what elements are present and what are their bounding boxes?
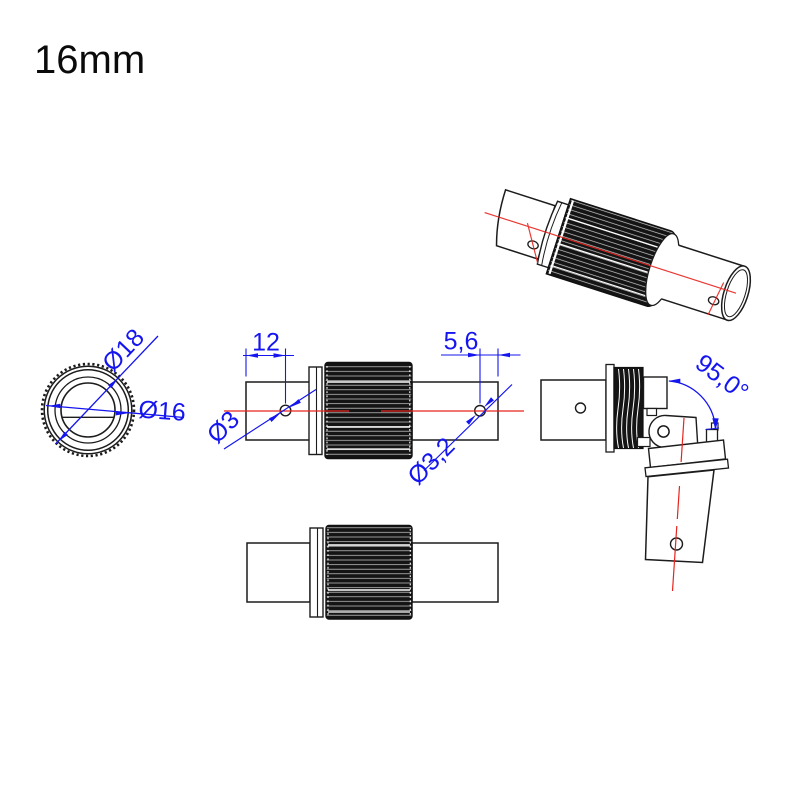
flange [605, 363, 615, 453]
dim-12-label: 12 [252, 329, 280, 357]
dim-5-6-label: 5,6 [444, 328, 479, 356]
left-tube [246, 542, 311, 603]
collar-lip [644, 458, 730, 478]
knurled-rim [40, 362, 136, 458]
end-view: Ø16 Ø18 [40, 324, 187, 458]
angled-view: 95,0° [540, 349, 754, 592]
pivot-hole [657, 425, 670, 438]
lower-tube [644, 469, 715, 564]
centerline [671, 417, 685, 592]
left-tube [495, 188, 557, 260]
left-tube [540, 379, 607, 441]
flange [309, 527, 324, 618]
side-view: 12 5,6 Ø3 Ø3,2 [202, 328, 524, 490]
thread-section [613, 366, 644, 450]
dia3-label: Ø3 [202, 406, 245, 449]
dia16-dimension: Ø16 [45, 396, 187, 427]
centerline [484, 211, 737, 315]
page-title: 16mm [34, 38, 145, 82]
dim-5-6: 5,6 [441, 328, 521, 404]
tube-hole [574, 402, 587, 414]
lower-hole [669, 537, 684, 551]
isometric-view [484, 188, 752, 322]
knurled-drum [325, 524, 413, 620]
bottom-view [246, 524, 499, 620]
right-tube [411, 542, 499, 603]
dim-12: 12 [243, 329, 294, 404]
connector-body [642, 376, 668, 410]
dia16-label: Ø16 [138, 396, 187, 427]
angle-95-label: 95,0° [690, 349, 754, 407]
